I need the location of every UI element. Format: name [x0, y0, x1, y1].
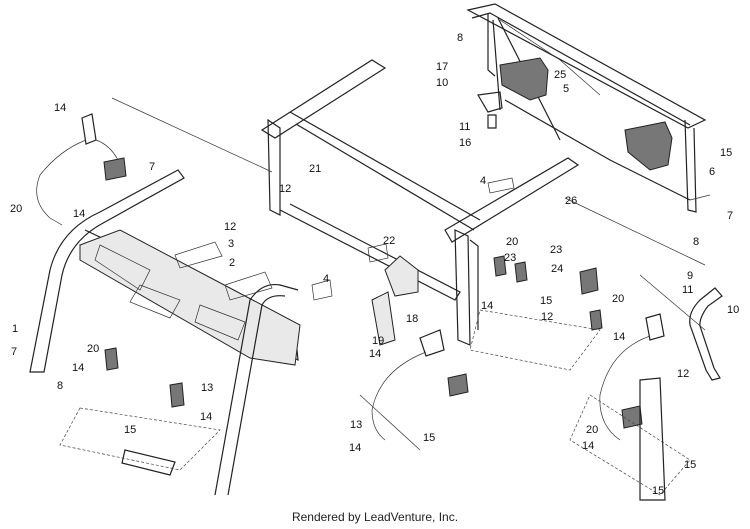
rear-frame-assembly [466, 3, 707, 213]
callout-21[interactable]: 21 [309, 163, 321, 175]
net-labels [174, 177, 515, 301]
callout-7[interactable]: 7 [727, 210, 733, 222]
callout-4[interactable]: 4 [480, 175, 486, 187]
callout-2[interactable]: 2 [229, 257, 235, 269]
callout-9[interactable]: 9 [687, 270, 693, 282]
callout-17[interactable]: 17 [436, 61, 448, 73]
handle-bracket [477, 91, 503, 129]
seat-belt-rear-right [599, 313, 665, 441]
leader-lines [111, 97, 711, 451]
callout-3[interactable]: 3 [228, 238, 234, 250]
callout-24[interactable]: 24 [551, 263, 563, 275]
callout-12[interactable]: 12 [541, 311, 553, 323]
callout-15[interactable]: 15 [124, 424, 136, 436]
callout-14[interactable]: 14 [54, 102, 66, 114]
callout-16[interactable]: 16 [459, 137, 471, 149]
callout-15[interactable]: 15 [423, 432, 435, 444]
callout-20[interactable]: 20 [506, 236, 518, 248]
callout-14[interactable]: 14 [73, 208, 85, 220]
callout-20[interactable]: 20 [612, 293, 624, 305]
callout-23[interactable]: 23 [504, 252, 516, 264]
center-bracket [371, 255, 419, 346]
callout-labels: 1 2 3 4 4 5 6 7 7 7 8 8 8 9 10 10 11 11 … [10, 32, 739, 497]
callout-12[interactable]: 12 [224, 221, 236, 233]
callout-14[interactable]: 14 [349, 442, 361, 454]
callout-7[interactable]: 7 [11, 346, 17, 358]
callout-1[interactable]: 1 [12, 323, 18, 335]
callout-14[interactable]: 14 [582, 440, 594, 452]
middle-roll-bar-frame [260, 59, 580, 346]
callout-14[interactable]: 14 [481, 300, 493, 312]
callout-8[interactable]: 8 [57, 380, 63, 392]
callout-15[interactable]: 15 [540, 295, 552, 307]
callout-22[interactable]: 22 [383, 235, 395, 247]
callout-8[interactable]: 8 [693, 236, 699, 248]
side-bar-9 [689, 287, 723, 381]
callout-10[interactable]: 10 [727, 304, 739, 316]
callout-23[interactable]: 23 [550, 244, 562, 256]
callout-5[interactable]: 5 [563, 83, 569, 95]
callout-7[interactable]: 7 [149, 161, 155, 173]
callout-15[interactable]: 15 [720, 147, 732, 159]
callout-4[interactable]: 4 [323, 273, 329, 285]
floor-mounts [59, 309, 691, 501]
callout-11[interactable]: 11 [682, 284, 693, 296]
callout-12[interactable]: 12 [677, 368, 689, 380]
callout-14[interactable]: 14 [72, 362, 84, 374]
rear-grab-handle [499, 57, 673, 171]
callout-25[interactable]: 25 [554, 69, 566, 81]
callout-12[interactable]: 12 [279, 183, 291, 195]
callout-14[interactable]: 14 [613, 331, 625, 343]
seat-belt-center [371, 329, 469, 441]
callout-14[interactable]: 14 [200, 411, 212, 423]
callout-6[interactable]: 6 [709, 166, 715, 178]
seat-belt-front-left [36, 113, 127, 226]
callout-20[interactable]: 20 [10, 203, 22, 215]
callout-15[interactable]: 15 [684, 459, 696, 471]
buckles [104, 255, 603, 408]
callout-10[interactable]: 10 [436, 77, 448, 89]
callout-8[interactable]: 8 [457, 32, 463, 44]
callout-13[interactable]: 13 [201, 382, 213, 394]
callout-14[interactable]: 14 [369, 348, 381, 360]
callout-26[interactable]: 26 [565, 195, 577, 207]
callout-13[interactable]: 13 [350, 419, 362, 431]
callout-11[interactable]: 11 [459, 121, 470, 133]
front-roll-bar-frame [29, 169, 301, 496]
callout-15[interactable]: 15 [652, 485, 664, 497]
callout-19[interactable]: 19 [372, 335, 384, 347]
rendered-by-caption: Rendered by LeadVenture, Inc. [291, 510, 459, 524]
callout-18[interactable]: 18 [406, 313, 418, 325]
callout-20[interactable]: 20 [586, 424, 598, 436]
callout-20[interactable]: 20 [87, 343, 99, 355]
